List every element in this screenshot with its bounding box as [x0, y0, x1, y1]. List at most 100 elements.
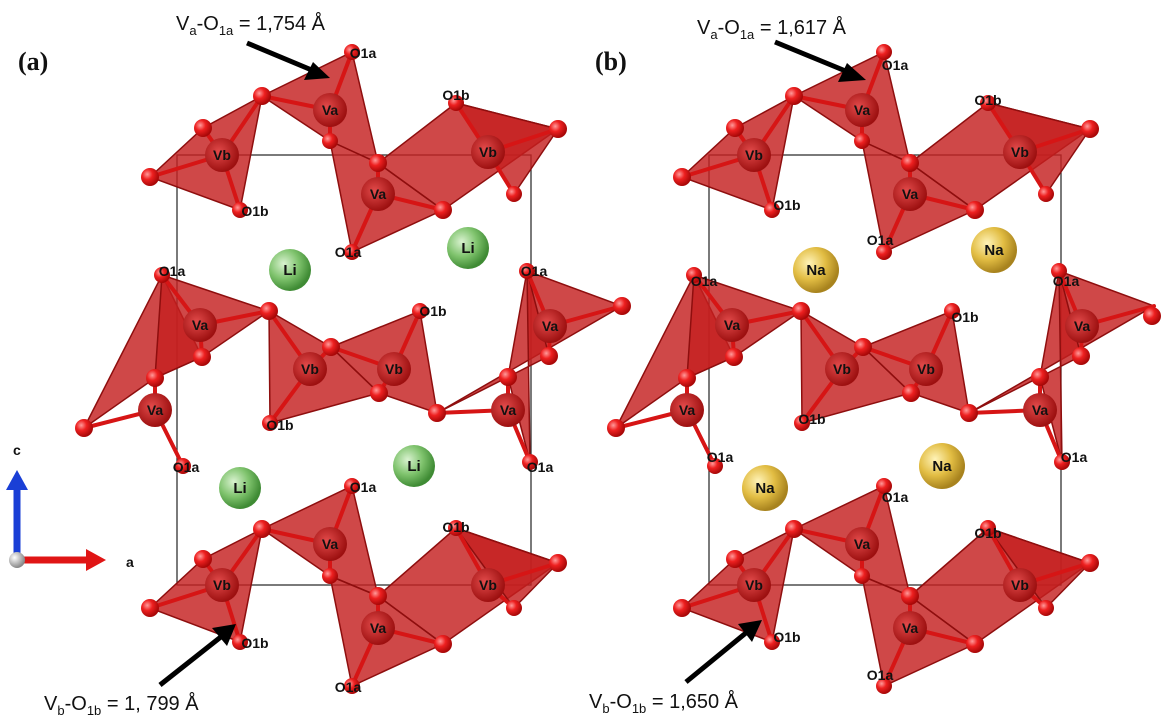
- panel-a: (a): [6, 12, 631, 718]
- atom-label-o1b: O1b: [241, 203, 268, 219]
- atom-label-vb: Vb: [301, 361, 319, 377]
- atom-label-vb: Vb: [213, 577, 231, 593]
- li-ion: [447, 227, 489, 269]
- bond-length-top-a: Va-O1a = 1,754 Å: [176, 12, 326, 38]
- atom-label-vb: Vb: [1011, 577, 1029, 593]
- panel-label-b: (b): [595, 47, 627, 76]
- atom-label-va: Va: [542, 318, 559, 334]
- atom-label-o1a: O1a: [173, 459, 200, 475]
- cation-label: Li: [233, 480, 246, 497]
- oxygen-atoms-b: [607, 44, 1161, 694]
- atom-label-o1a: O1a: [335, 679, 362, 695]
- panel-b: (b): [589, 16, 1161, 716]
- arrow-bottom-a-head: [212, 624, 236, 646]
- atom-label-o1b: O1b: [974, 525, 1001, 541]
- atom-label-vb: Vb: [479, 577, 497, 593]
- atom-label-o1b: O1b: [241, 635, 268, 651]
- atom-label-vb: Vb: [833, 361, 851, 377]
- atom-label-o1a: O1a: [521, 263, 548, 279]
- arrow-bottom-b-head: [738, 620, 762, 642]
- polyhedra-a: [83, 50, 624, 688]
- bond-annotations-b: Va-O1a = 1,617 Å Vb-O1b = 1,650 Å: [589, 16, 866, 716]
- axis-c-arrow-head: [6, 470, 28, 490]
- atom-label-o1a: O1a: [1053, 273, 1080, 289]
- na-ion: [971, 227, 1017, 273]
- vanadium-atoms-a: [138, 93, 567, 645]
- atom-label-o1b: O1b: [773, 629, 800, 645]
- axis-label-a: a: [126, 554, 134, 570]
- cation-label: Na: [984, 242, 1004, 259]
- atom-label-vb: Vb: [745, 577, 763, 593]
- atom-label-va: Va: [322, 102, 339, 118]
- atom-label-o1b: O1b: [266, 417, 293, 433]
- atom-label-o1a: O1a: [707, 449, 734, 465]
- atom-label-va: Va: [500, 402, 517, 418]
- atom-label-vb: Vb: [1011, 144, 1029, 160]
- arrow-top-a-head: [304, 62, 330, 80]
- axis-origin: [9, 552, 25, 568]
- oxygen-atoms-a: [75, 44, 631, 694]
- atom-label-o1a: O1a: [882, 489, 909, 505]
- atom-label-va: Va: [902, 620, 919, 636]
- atom-label-o1a: O1a: [867, 667, 894, 683]
- atom-labels-a: Vb Va Va Vb Va Va Vb Vb Va Va Vb Va Va V…: [147, 45, 559, 695]
- atom-label-o1a: O1a: [527, 459, 554, 475]
- atom-label-va: Va: [679, 402, 696, 418]
- atom-label-o1a: O1a: [350, 45, 377, 61]
- arrow-top-b: [774, 39, 849, 75]
- atom-label-vb: Vb: [479, 144, 497, 160]
- li-ions-a: Li Li Li Li: [219, 227, 489, 509]
- atom-label-o1a: O1a: [335, 244, 362, 260]
- bond-length-bottom-a: Vb-O1b = 1, 799 Å: [44, 692, 199, 718]
- polyhedra-b: [615, 50, 1156, 688]
- atom-label-vb: Vb: [385, 361, 403, 377]
- bond-length-bottom-b: Vb-O1b = 1,650 Å: [589, 690, 739, 716]
- atom-label-vb: Vb: [213, 147, 231, 163]
- arrow-top-a: [246, 40, 315, 74]
- atom-label-o1b: O1b: [442, 519, 469, 535]
- atom-label-o1a: O1a: [159, 263, 186, 279]
- atom-label-o1b: O1b: [419, 303, 446, 319]
- atom-label-o1a: O1a: [1061, 449, 1088, 465]
- arrow-bottom-a: [158, 634, 224, 687]
- bond-length-top-b: Va-O1a = 1,617 Å: [697, 16, 847, 42]
- cation-label: Na: [806, 262, 826, 279]
- na-ion: [742, 465, 788, 511]
- atom-label-va: Va: [192, 317, 209, 333]
- atom-label-va: Va: [1074, 318, 1091, 334]
- atom-label-o1a: O1a: [867, 232, 894, 248]
- atom-label-va: Va: [854, 102, 871, 118]
- atom-label-o1b: O1b: [442, 87, 469, 103]
- na-ion: [919, 443, 965, 489]
- na-ion: [793, 247, 839, 293]
- li-ion: [393, 445, 435, 487]
- atom-label-o1a: O1a: [691, 273, 718, 289]
- atom-labels-b: Vb Va Va Vb Va Va Vb Vb Va Va Vb Va Va V…: [679, 57, 1091, 683]
- atom-label-va: Va: [902, 186, 919, 202]
- atom-label-o1a: O1a: [882, 57, 909, 73]
- cation-label: Na: [932, 458, 952, 475]
- li-ion: [219, 467, 261, 509]
- atom-label-o1b: O1b: [773, 197, 800, 213]
- cation-label: Na: [755, 480, 775, 497]
- na-ions-b: Na Na Na Na: [742, 227, 1017, 511]
- arrow-top-b-head: [838, 63, 866, 82]
- atom-label-o1b: O1b: [798, 411, 825, 427]
- atom-label-va: Va: [322, 536, 339, 552]
- atom-label-va: Va: [370, 620, 387, 636]
- atom-label-va: Va: [724, 317, 741, 333]
- atom-label-o1b: O1b: [974, 92, 1001, 108]
- li-ion: [269, 249, 311, 291]
- atom-label-va: Va: [147, 402, 164, 418]
- atom-label-va: Va: [370, 186, 387, 202]
- atom-label-va: Va: [1032, 402, 1049, 418]
- cation-label: Li: [461, 240, 474, 257]
- bond-annotations-a: Va-O1a = 1,754 Å Vb-O1b = 1, 799 Å: [44, 12, 330, 718]
- atom-label-vb: Vb: [917, 361, 935, 377]
- axis-a-arrow-head: [86, 549, 106, 571]
- axis-label-c: c: [13, 442, 21, 458]
- vanadium-atoms-b: [670, 93, 1099, 645]
- panel-label-a: (a): [18, 47, 48, 76]
- arrow-bottom-b: [684, 630, 749, 684]
